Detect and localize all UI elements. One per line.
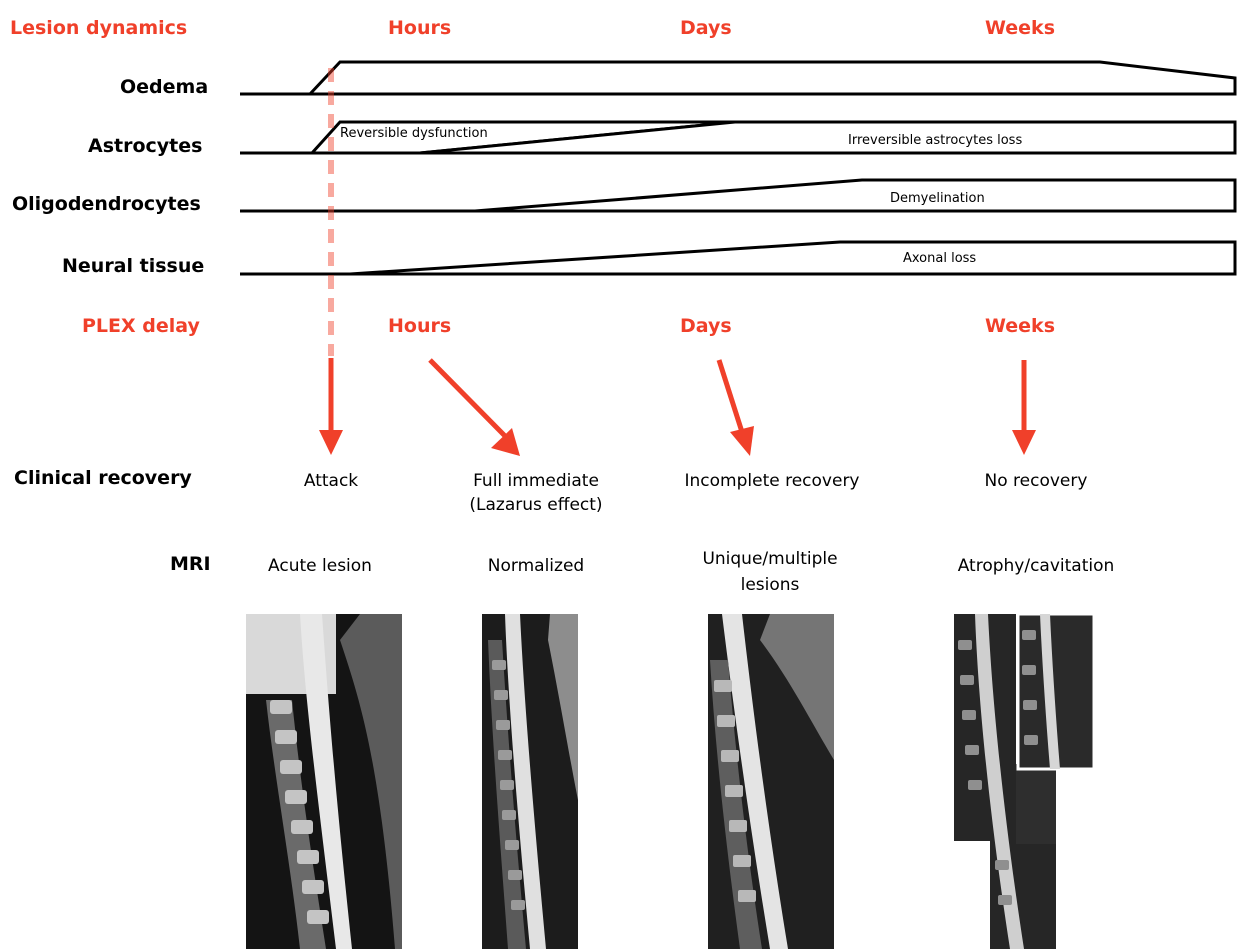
oligodendrocytes-band — [475, 180, 1235, 211]
mri-normalized-image — [482, 614, 578, 949]
arrow-weeks — [1012, 360, 1036, 455]
arrow-hours — [430, 360, 520, 456]
row-label-oligodendrocytes: Oligodendrocytes — [12, 193, 201, 215]
clinical-full-immediate-text: Full immediate — [473, 471, 599, 491]
mri-lesions-text: lesions — [741, 575, 800, 595]
mri-atrophy-image — [954, 614, 1094, 949]
arrow-attack — [319, 358, 343, 455]
plex-days-label: Days — [680, 315, 732, 337]
irreversible-astrocytes-loss-label: Irreversible astrocytes loss — [848, 133, 1022, 148]
mri-atrophy-cavitation-text: Atrophy/cavitation — [958, 556, 1115, 576]
clinical-incomplete-recovery-text: Incomplete recovery — [685, 471, 860, 491]
mri-acute-lesion-text: Acute lesion — [268, 556, 372, 576]
row-label-oedema: Oedema — [120, 76, 208, 98]
mri-normalized-text: Normalized — [488, 556, 584, 576]
header-weeks-label: Weeks — [985, 17, 1055, 39]
demyelination-label: Demyelination — [890, 191, 985, 206]
mri-label: MRI — [170, 553, 211, 575]
neural-tissue-band — [350, 242, 1235, 274]
reversible-dysfunction-label: Reversible dysfunction — [340, 126, 488, 141]
plex-weeks-label: Weeks — [985, 315, 1055, 337]
header-days-label: Days — [680, 17, 732, 39]
row-label-astrocytes: Astrocytes — [88, 135, 202, 157]
plex-hours-label: Hours — [388, 315, 451, 337]
header-hours-label: Hours — [388, 17, 451, 39]
lesion-dynamics-heading: Lesion dynamics — [10, 17, 187, 39]
clinical-recovery-label: Clinical recovery — [14, 467, 192, 489]
clinical-attack-text: Attack — [304, 471, 358, 491]
clinical-no-recovery-text: No recovery — [985, 471, 1088, 491]
arrow-days — [719, 360, 754, 456]
oedema-band — [310, 62, 1235, 94]
plex-delay-label: PLEX delay — [82, 315, 201, 337]
mri-multiple-lesions-image — [708, 614, 834, 949]
mri-acute-lesion-image — [246, 614, 402, 949]
mri-unique-multiple-text: Unique/multiple — [702, 549, 837, 569]
row-label-neural-tissue: Neural tissue — [62, 255, 204, 277]
axonal-loss-label: Axonal loss — [903, 251, 976, 266]
clinical-lazarus-effect-text: (Lazarus effect) — [469, 495, 602, 515]
